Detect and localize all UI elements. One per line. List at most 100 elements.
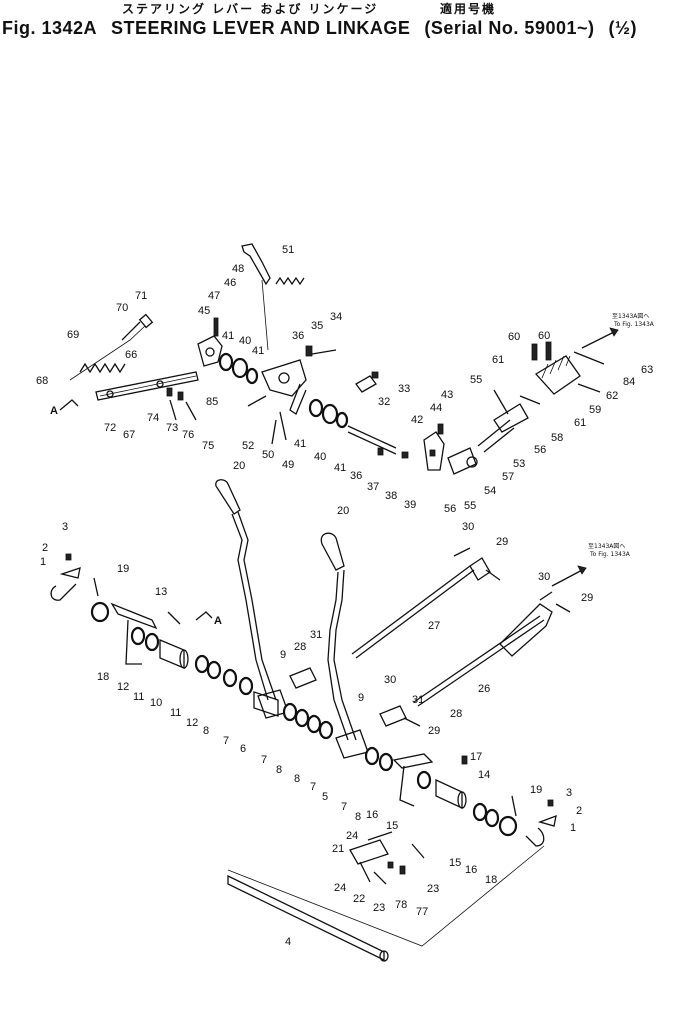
- callout-53: 53: [513, 458, 525, 470]
- callout-41: 41: [222, 330, 234, 342]
- reference-note-upper-en: To Fig. 1343A: [613, 321, 655, 328]
- callout-23: 23: [427, 883, 439, 895]
- callout-8: 8: [276, 764, 282, 776]
- callout-59: 59: [589, 404, 601, 416]
- callout-3: 3: [62, 521, 68, 533]
- callout-20: 20: [233, 460, 245, 472]
- callout-27: 27: [428, 620, 440, 632]
- callout-7: 7: [341, 801, 347, 813]
- callout-36: 36: [350, 470, 362, 482]
- reference-note-upper-jp: 至1343A図へ: [612, 313, 649, 320]
- callout-8: 8: [203, 725, 209, 737]
- callout-70: 70: [116, 302, 128, 314]
- callout-60: 60: [508, 331, 520, 343]
- callout-62: 62: [606, 390, 618, 402]
- callout-39: 39: [404, 499, 416, 511]
- callout-16: 16: [465, 864, 477, 876]
- callout-78: 78: [395, 899, 407, 911]
- callout-60: 60: [538, 330, 550, 342]
- callout-31: 31: [310, 629, 322, 641]
- callout-38: 38: [385, 490, 397, 502]
- callout-12: 12: [186, 717, 198, 729]
- callout-28: 28: [294, 641, 306, 653]
- callout-7: 7: [223, 735, 229, 747]
- marker-a-upper: A: [50, 405, 58, 417]
- callout-16: 16: [366, 809, 378, 821]
- callout-7: 7: [261, 754, 267, 766]
- callout-31: 31: [412, 694, 424, 706]
- callout-24: 24: [334, 882, 346, 894]
- callout-66: 66: [125, 349, 137, 361]
- callout-11: 11: [170, 707, 181, 719]
- callout-13: 13: [155, 586, 167, 598]
- callout-76: 76: [182, 429, 194, 441]
- callout-67: 67: [123, 429, 135, 441]
- callout-69: 69: [67, 329, 79, 341]
- callout-6: 6: [240, 743, 246, 755]
- callout-15: 15: [449, 857, 461, 869]
- callout-2: 2: [42, 542, 48, 554]
- callout-77: 77: [416, 906, 428, 918]
- callout-30: 30: [384, 674, 396, 686]
- callout-11: 11: [133, 691, 144, 703]
- sheet-indicator: (½): [608, 18, 637, 38]
- callout-29: 29: [428, 725, 440, 737]
- callout-48: 48: [232, 263, 244, 275]
- callout-68: 68: [36, 375, 48, 387]
- callout-74: 74: [147, 412, 159, 424]
- callout-32: 32: [378, 396, 390, 408]
- callout-50: 50: [262, 449, 274, 461]
- callout-41: 41: [252, 345, 264, 357]
- callout-56: 56: [534, 444, 546, 456]
- callout-1: 1: [40, 556, 46, 568]
- callout-29: 29: [581, 592, 593, 604]
- reference-note-lower-en: To Fig. 1343A: [589, 551, 631, 558]
- callout-5: 5: [322, 791, 328, 803]
- marker-a-lower: A: [214, 615, 222, 627]
- linkage-rods: 至1343A図へ To Fig. 1343A: [289, 543, 631, 727]
- callout-21: 21: [332, 843, 344, 855]
- callout-63: 63: [641, 364, 653, 376]
- figure-number: Fig. 1342A: [2, 18, 98, 38]
- callout-10: 10: [150, 697, 162, 709]
- callout-4: 4: [285, 936, 291, 948]
- callout-42: 42: [411, 414, 423, 426]
- callout-17: 17: [470, 751, 482, 763]
- callout-26: 26: [478, 683, 490, 695]
- callout-56: 56: [444, 503, 456, 515]
- callout-1: 1: [570, 822, 576, 834]
- callout-9: 9: [280, 649, 286, 661]
- callout-40: 40: [314, 451, 326, 463]
- callout-3: 3: [566, 787, 572, 799]
- callout-54: 54: [484, 485, 496, 497]
- callout-28: 28: [450, 708, 462, 720]
- callout-9: 9: [358, 692, 364, 704]
- callout-35: 35: [311, 320, 323, 332]
- callout-23: 23: [373, 902, 385, 914]
- callout-40: 40: [239, 335, 251, 347]
- callout-71: 71: [135, 290, 147, 302]
- callout-34: 34: [330, 311, 342, 323]
- callout-49: 49: [282, 459, 294, 471]
- callout-30: 30: [538, 571, 550, 583]
- callout-58: 58: [551, 432, 563, 444]
- reference-note-lower-jp: 至1343A図へ: [588, 543, 625, 550]
- callout-20: 20: [337, 505, 349, 517]
- callout-18: 18: [97, 671, 109, 683]
- callout-41: 41: [294, 438, 306, 450]
- callout-55: 55: [470, 374, 482, 386]
- callout-72: 72: [104, 422, 116, 434]
- callout-41: 41: [334, 462, 346, 474]
- callout-7: 7: [310, 781, 316, 793]
- callout-84: 84: [623, 376, 635, 388]
- callout-57: 57: [502, 471, 514, 483]
- callout-33: 33: [398, 383, 410, 395]
- callout-8: 8: [355, 811, 361, 823]
- callout-51: 51: [282, 244, 294, 256]
- callout-73: 73: [166, 422, 178, 434]
- japanese-title: ステアリング レバー および リンケージ: [122, 2, 379, 16]
- serial-range: (Serial No. 59001~): [424, 18, 595, 38]
- callout-12: 12: [117, 681, 129, 693]
